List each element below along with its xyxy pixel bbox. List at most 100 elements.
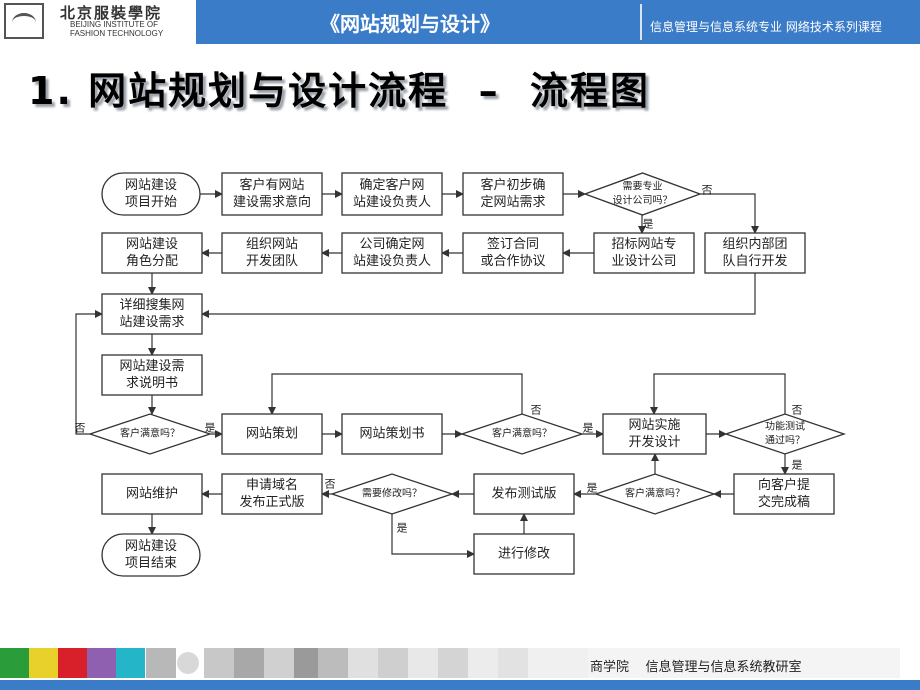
flow-node-label: 客户有网站 xyxy=(239,177,304,193)
flow-node-label: 站建设负责人 xyxy=(353,195,431,210)
flow-node-label: 网站实施 xyxy=(628,418,680,433)
logo-english-line1: BEIJING INSTITUTE OF xyxy=(70,20,159,29)
flow-node-shape xyxy=(704,232,806,274)
flow-node-shape xyxy=(341,232,443,274)
flow-node-shape xyxy=(221,413,323,455)
flow-node-shape xyxy=(329,473,455,515)
flow-node-plan-doc: 网站策划书 xyxy=(341,413,443,455)
edge-label-yes: 是 xyxy=(587,482,598,495)
course-title: 《网站规划与设计》 xyxy=(320,12,500,36)
flow-node-shape xyxy=(473,473,575,515)
flow-node-shape xyxy=(101,172,201,216)
flow-node-shape xyxy=(723,413,847,455)
footer-stripe-block xyxy=(0,648,29,678)
flow-node-shape xyxy=(101,473,203,515)
flow-node-label: 组织网站 xyxy=(246,237,298,252)
edge-label-yes: 是 xyxy=(643,218,654,231)
flow-node-label: 网站建设需 xyxy=(119,359,184,374)
footer-stripe-block xyxy=(116,648,145,678)
flow-node-label: 或合作协议 xyxy=(480,254,545,269)
flow-node-label: 业设计公司 xyxy=(611,254,676,269)
flow-node-shape xyxy=(462,232,564,274)
edge-label-no: 否 xyxy=(702,184,713,197)
flow-node-label: 组织内部团 xyxy=(722,236,787,252)
flow-node-label: 队自行开发 xyxy=(722,253,787,269)
flow-node-shape xyxy=(221,232,323,274)
footer-department: 商学院 信息管理与信息系统教研室 xyxy=(590,660,802,675)
footer-stripe-block xyxy=(87,648,116,678)
edge-label-no: 否 xyxy=(792,404,803,417)
flow-node-label: 设计公司吗？ xyxy=(613,194,673,207)
flow-node-label: 网站建设 xyxy=(125,178,177,193)
footer-decorative-stripe xyxy=(0,648,900,678)
flow-edge xyxy=(650,373,786,415)
slide-title: 1. 网站规划与设计流程 – 流程图 xyxy=(28,69,651,113)
flow-node-label: 客户满意吗？ xyxy=(120,427,180,440)
header-bar: 北京服裝學院 BEIJING INSTITUTE OF FASHION TECH… xyxy=(0,0,920,44)
flow-node-maintain: 网站维护 xyxy=(101,473,203,515)
edge-label-no: 否 xyxy=(531,404,542,417)
flow-node-label: 建设需求意向 xyxy=(233,194,311,210)
flow-node-shape xyxy=(101,533,201,577)
edge-label-yes: 是 xyxy=(792,459,803,472)
flow-node-label: 定网站需求 xyxy=(480,195,545,210)
flow-node-label: 开发设计 xyxy=(628,434,680,450)
flow-node-label: 站建设需求 xyxy=(119,315,184,330)
bottom-bar xyxy=(0,680,920,690)
flow-node-label: 网站建设 xyxy=(126,237,178,252)
flow-node-label: 详细搜集网 xyxy=(119,297,184,313)
flow-node-label: 角色分配 xyxy=(126,253,178,269)
flow-node-modify: 进行修改 xyxy=(473,533,575,575)
flow-node-shape xyxy=(462,172,564,216)
flow-node-shape xyxy=(473,533,575,575)
flow-node-shape xyxy=(101,232,203,274)
flow-edge xyxy=(268,373,523,415)
flow-node-shape xyxy=(87,413,213,455)
flow-node-shape xyxy=(459,413,585,455)
flow-node-planning: 网站策划 xyxy=(221,413,323,455)
school-emblem-icon xyxy=(4,3,44,39)
logo-english-name: BEIJING INSTITUTE OF FASHION TECHNOLOGY xyxy=(70,20,163,38)
flow-node-label: 功能测试 xyxy=(765,420,805,433)
flow-node-shape xyxy=(583,172,702,216)
flow-node-label: 需要专业 xyxy=(623,180,663,193)
flow-node-label: 通过吗？ xyxy=(765,434,805,447)
series-label: 信息管理与信息系统专业 网络技术系列课程 xyxy=(650,20,882,34)
flow-node-label: 发布正式版 xyxy=(239,494,304,510)
flow-node-shape xyxy=(602,413,707,455)
flow-node-label: 网站建设 xyxy=(125,539,177,554)
flow-node-label: 客户初步确 xyxy=(480,177,545,193)
flow-node-label: 网站策划 xyxy=(246,426,298,442)
school-logo: 北京服裝學院 BEIJING INSTITUTE OF FASHION TECH… xyxy=(0,0,196,44)
flow-edge xyxy=(391,514,475,558)
flow-node-label: 客户满意吗？ xyxy=(492,427,552,440)
flow-node-shape xyxy=(221,172,323,216)
flow-node-shape xyxy=(341,172,443,216)
flow-node-label: 需要修改吗？ xyxy=(362,487,422,500)
flow-node-shape xyxy=(593,473,717,515)
flow-node-satisfied2: 客户满意吗？ xyxy=(459,413,585,455)
flow-node-label: 申请域名 xyxy=(246,477,298,493)
flow-node-label: 发布测试版 xyxy=(491,486,556,502)
flow-node-label: 向客户提 xyxy=(758,477,810,493)
flow-node-publish-test: 发布测试版 xyxy=(473,473,575,515)
flow-node-label: 进行修改 xyxy=(498,547,550,562)
footer-stripe-block xyxy=(29,648,58,678)
edge-label-yes: 是 xyxy=(583,422,594,435)
flow-node-label: 项目结束 xyxy=(125,556,177,571)
edge-label-no: 否 xyxy=(325,478,336,491)
